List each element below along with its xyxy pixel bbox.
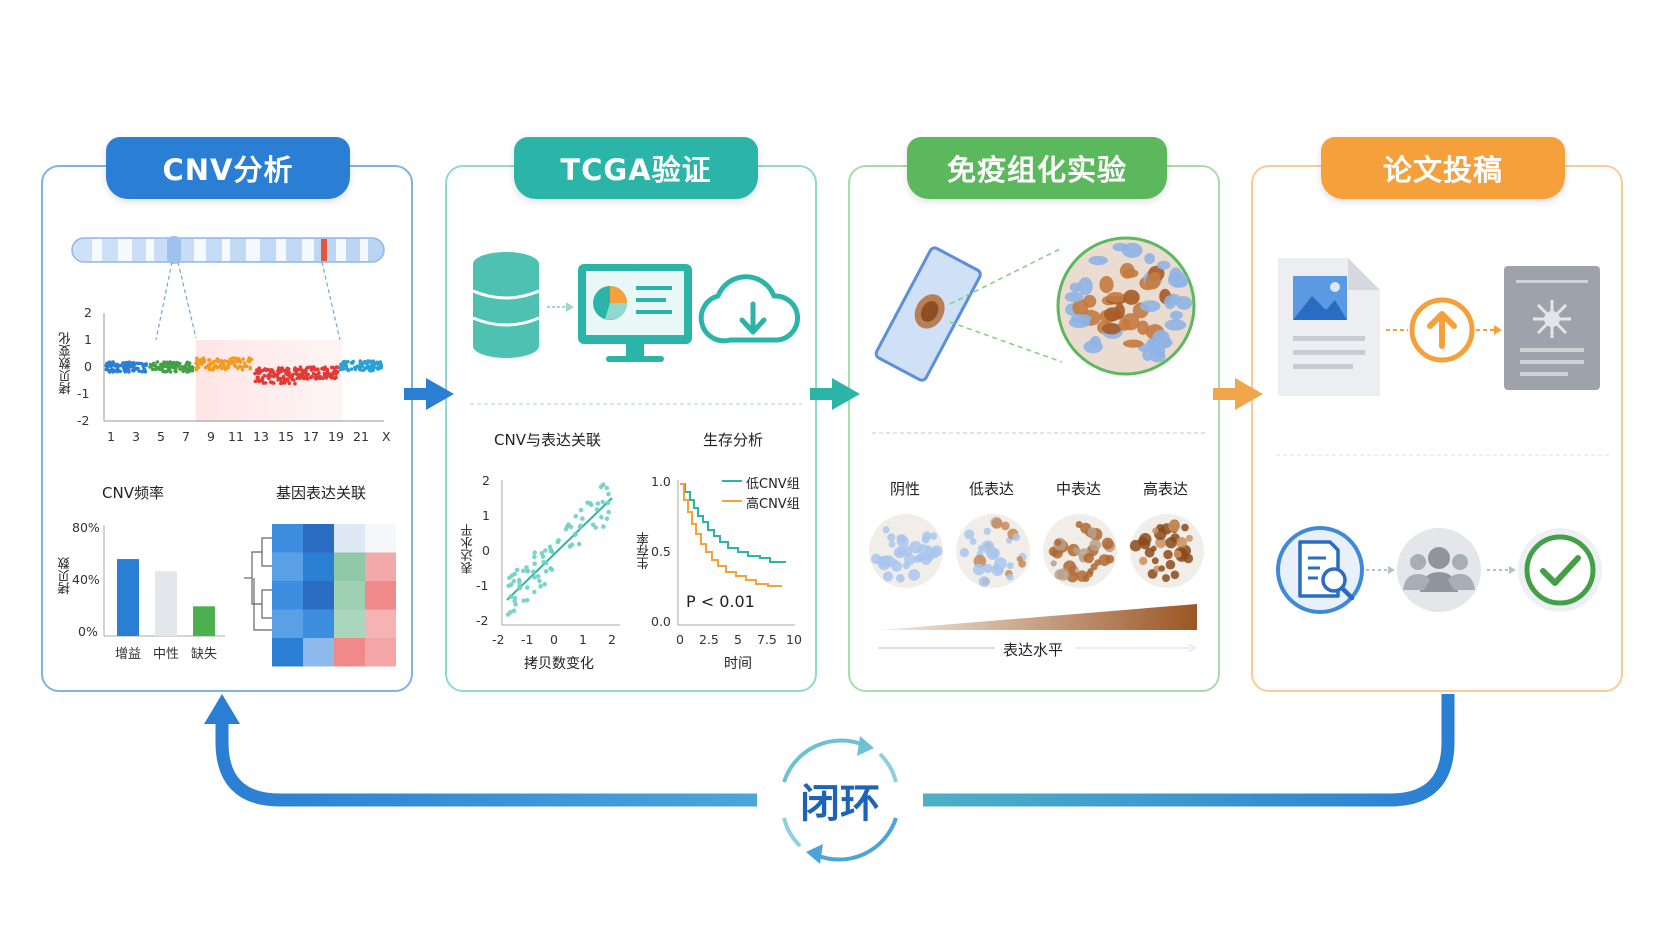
- ihc-panel: [848, 165, 1220, 692]
- corr-ytick: 2: [482, 473, 490, 488]
- corr-xtick: 2: [608, 632, 616, 647]
- corr-xlabel: 拷贝数变化: [524, 656, 594, 672]
- cnv-xtick: 13: [253, 429, 269, 444]
- surv-xtick: 0: [676, 632, 684, 647]
- corr-xtick: -2: [492, 632, 505, 647]
- gradient-label: 表达水平: [1003, 641, 1064, 659]
- legend-high: 高CNV组: [746, 497, 800, 512]
- cnv-xtick: 15: [278, 429, 294, 444]
- stage-title-cnv: CNV分析: [106, 137, 350, 199]
- cnv-ylabel: 拷贝数变化: [58, 332, 73, 395]
- surv-xtick: 10: [786, 632, 802, 647]
- corr-ytick: 1: [482, 508, 490, 523]
- cnv-xtick: X: [382, 429, 391, 444]
- loop-label: 闭环: [800, 781, 880, 827]
- stage-title-tcga: TCGA验证: [514, 137, 758, 199]
- cnv-xtick: 1: [107, 429, 115, 444]
- cnv-ytick: -1: [77, 386, 90, 401]
- cnv-ytick: 1: [84, 332, 92, 347]
- corr-ylabel: 表达水平: [460, 524, 475, 574]
- surv-xtick: 2.5: [699, 632, 719, 647]
- freq-ytick: 80%: [72, 520, 100, 535]
- ihc-level-label: 高表达: [1143, 480, 1189, 498]
- cnv-xtick: 7: [182, 429, 190, 444]
- corr-ytick: -2: [476, 613, 489, 628]
- ihc-level-label: 中表达: [1056, 480, 1102, 498]
- stage-title-ihc: 免疫组化实验: [907, 137, 1167, 199]
- corr-ytick: 0: [482, 543, 490, 558]
- freq-ytick: 40%: [72, 572, 100, 587]
- cnv-xtick: 19: [328, 429, 344, 444]
- freq-ytick: 0%: [78, 624, 98, 639]
- corr-xtick: -1: [521, 632, 534, 647]
- cnv-ytick: -2: [77, 413, 90, 428]
- surv-ytick: 1.0: [651, 474, 671, 489]
- surv-title: 生存分析: [703, 431, 764, 449]
- ihc-level-label: 阴性: [890, 480, 921, 498]
- corr-xtick: 1: [579, 632, 587, 647]
- cnv-xtick: 5: [157, 429, 165, 444]
- cnv-xtick: 21: [353, 429, 369, 444]
- heatmap-title: 基因表达关联: [276, 484, 367, 502]
- surv-xtick: 7.5: [757, 632, 777, 647]
- stage-title-paper: 论文投稿: [1321, 137, 1565, 199]
- surv-xlabel: 时间: [724, 656, 752, 672]
- corr-title: CNV与表达关联: [494, 431, 601, 449]
- surv-xtick: 5: [734, 632, 742, 647]
- cnv-ytick: 0: [84, 359, 92, 374]
- cnv-xtick: 9: [207, 429, 215, 444]
- freq-bar-label: 增益: [115, 647, 142, 662]
- paper-panel: [1251, 165, 1623, 692]
- ihc-level-label: 低表达: [969, 480, 1015, 498]
- cnv-xtick: 17: [303, 429, 319, 444]
- cnv-xtick: 3: [132, 429, 140, 444]
- p-value: P < 0.01: [686, 592, 755, 611]
- cnv-xtick: 11: [228, 429, 244, 444]
- surv-ytick: 0.0: [651, 614, 671, 629]
- freq-bar-label: 缺失: [191, 647, 218, 662]
- freq-bar-label: 中性: [153, 647, 180, 662]
- corr-xtick: 0: [550, 632, 558, 647]
- corr-ytick: -1: [476, 578, 489, 593]
- cnv-freq-title: CNV频率: [102, 484, 164, 502]
- legend-low: 低CNV组: [746, 477, 800, 492]
- cnv-ytick: 2: [84, 305, 92, 320]
- surv-ytick: 0.5: [651, 544, 671, 559]
